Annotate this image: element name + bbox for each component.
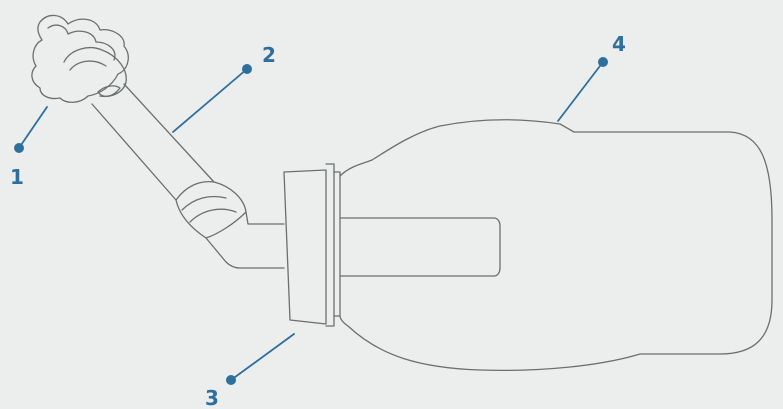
callout-4-leader: [557, 61, 604, 122]
callout-1-dot: [14, 143, 24, 153]
tube: [91, 83, 285, 269]
callout-1-label: 1: [10, 165, 24, 189]
callout-2-leader: [172, 68, 248, 133]
callout-3-leader: [230, 333, 295, 381]
callout-1-leader: [18, 106, 48, 149]
bottle-body: [339, 119, 773, 372]
callout-3-label: 3: [205, 386, 219, 409]
callout-3-dot: [226, 375, 236, 385]
screw-cap: [31, 14, 129, 103]
neck-adapter: [283, 163, 341, 327]
callout-2-label: 2: [262, 43, 276, 67]
callout-2-dot: [242, 64, 252, 74]
callout-4-dot: [598, 57, 608, 67]
callout-4-label: 4: [612, 32, 626, 56]
